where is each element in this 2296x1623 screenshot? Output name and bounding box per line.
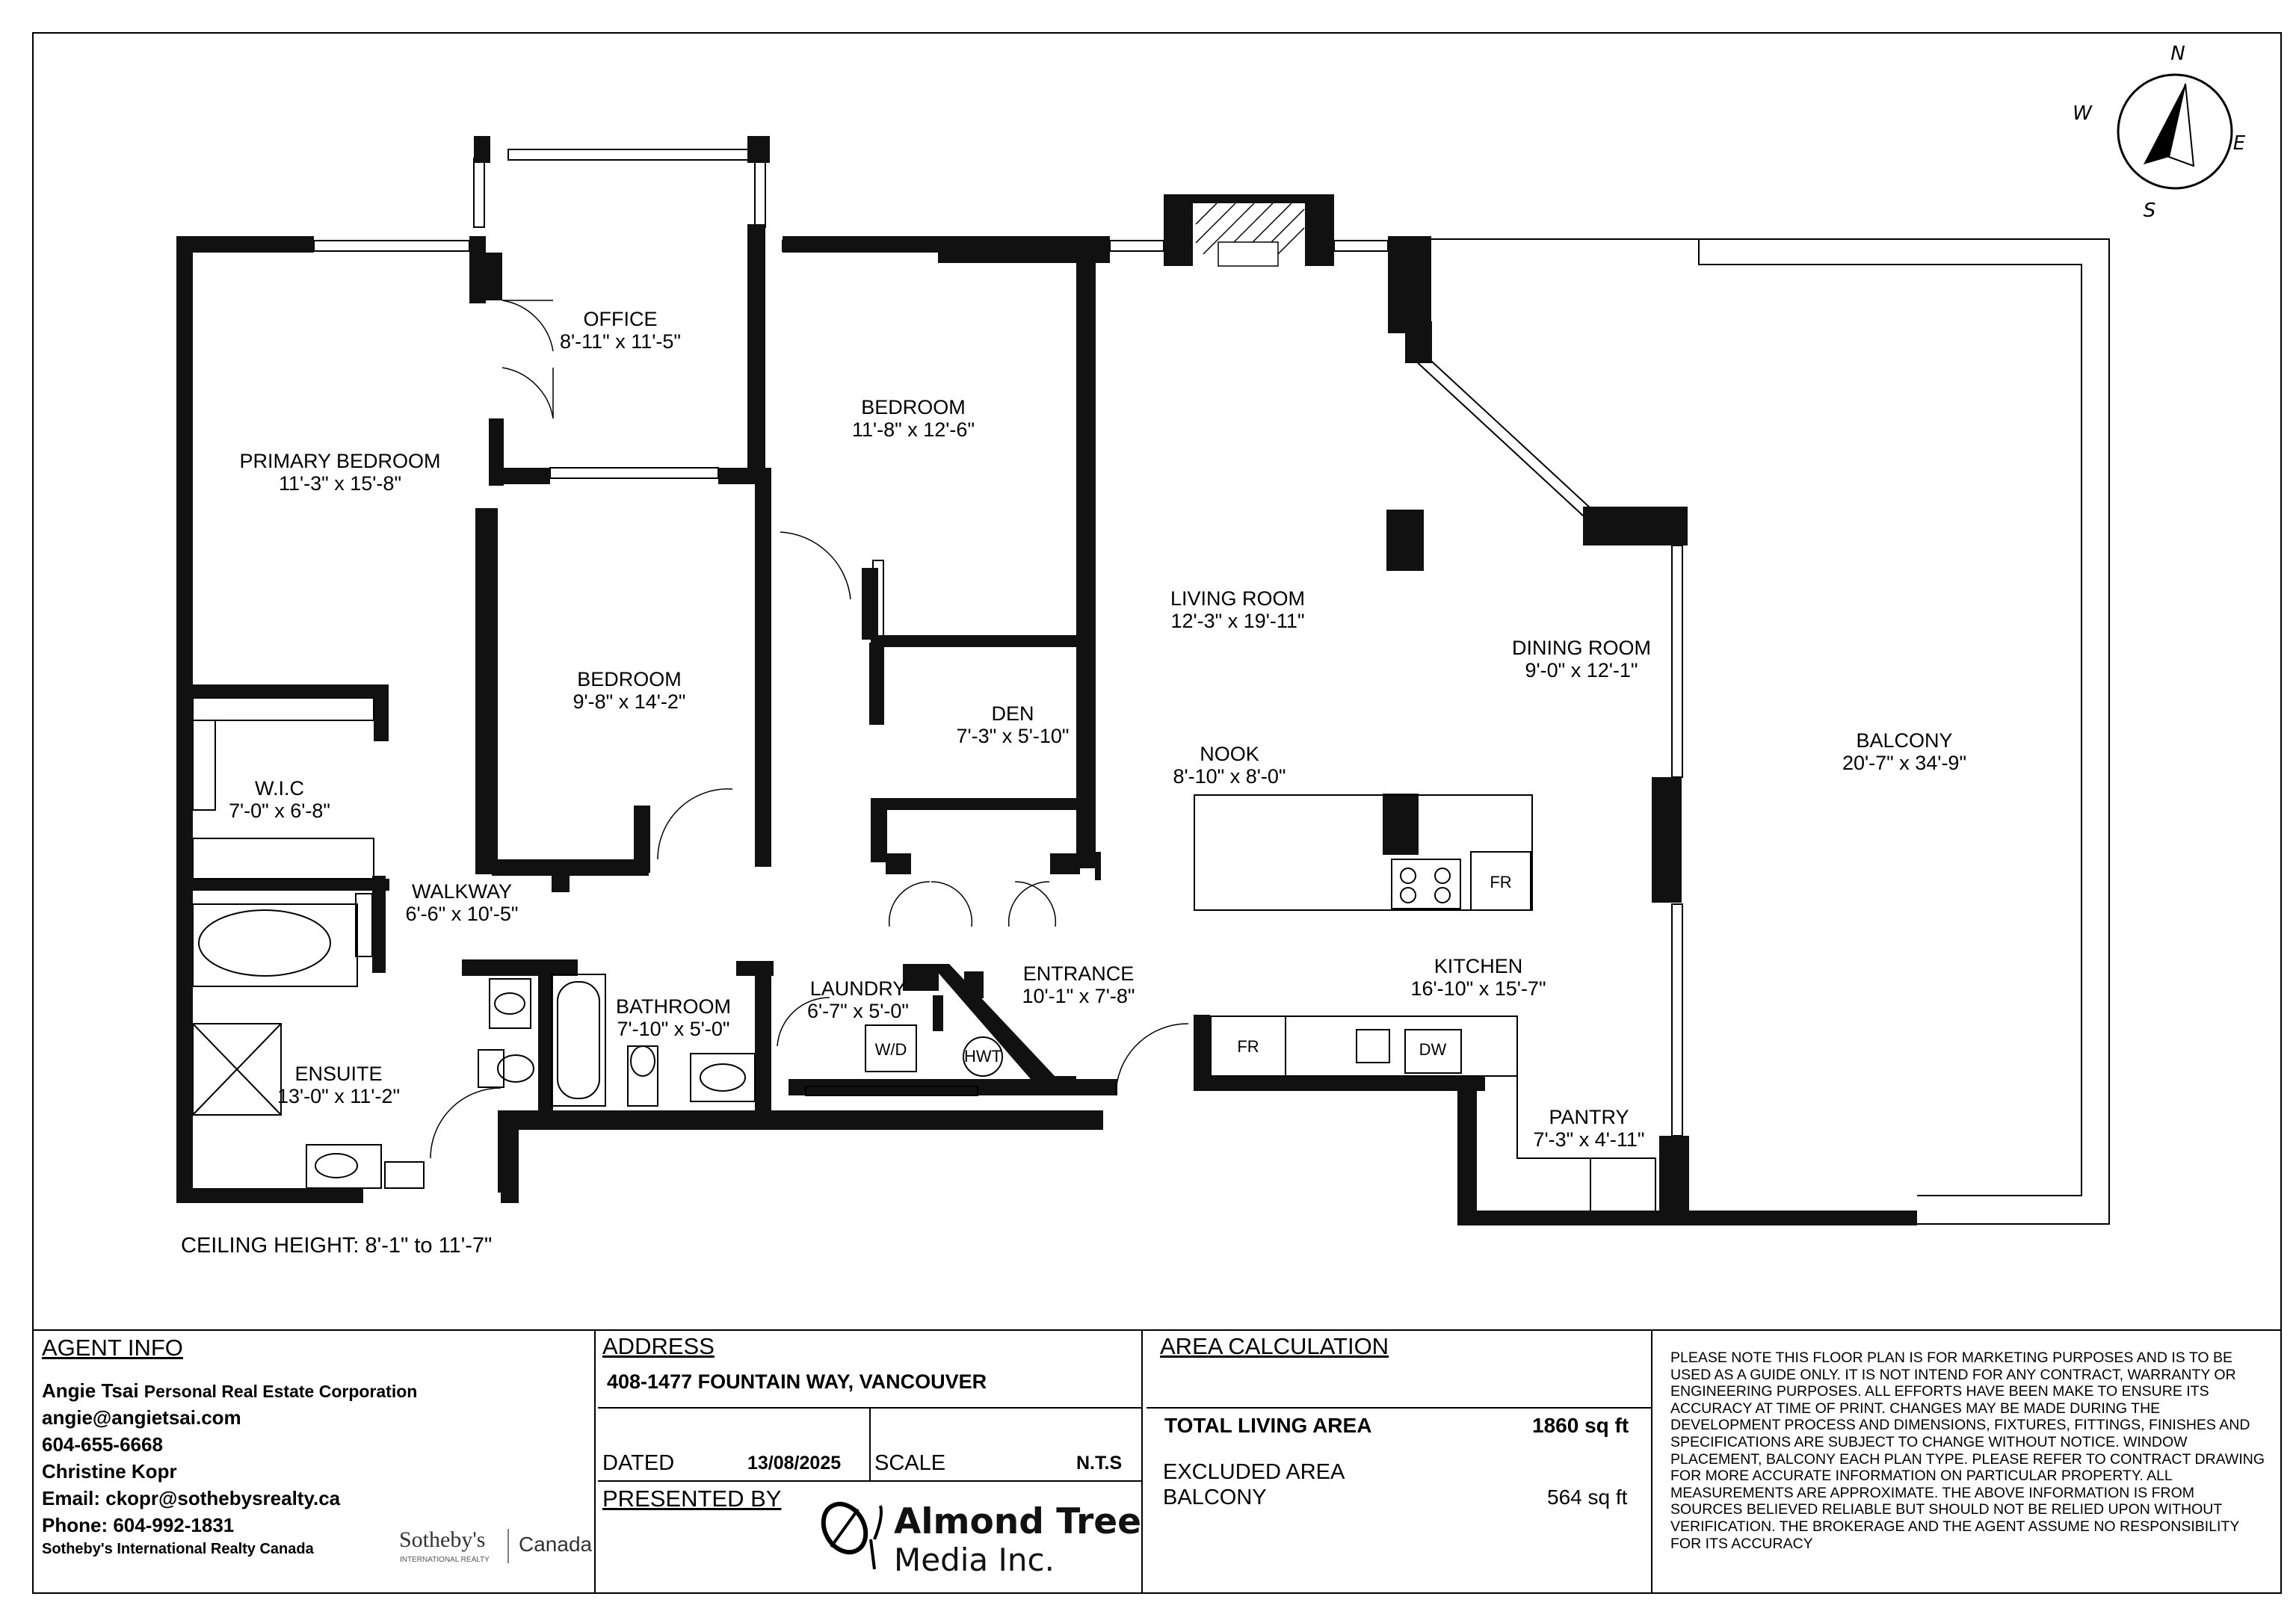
room-size-entrance: 10'-1" x 7'-8" [1022, 985, 1135, 1007]
room-size-bedroom: 9'-8" x 14'-2" [573, 690, 685, 713]
agent1-name: Angie Tsai [42, 1379, 139, 1402]
page-frame [32, 32, 2282, 1594]
columns [1383, 510, 1424, 854]
room-name-living-room: LIVING ROOM [1170, 587, 1305, 610]
sothebys-logo-region: Canada [519, 1533, 593, 1556]
disclaimer: Please note this floor plan is for marke… [1670, 1350, 2265, 1552]
fireplace-hatch [1195, 203, 1305, 267]
kitchen-island [1194, 794, 1533, 911]
agent1-phone[interactable]: 604-655-6668 [42, 1433, 163, 1456]
room-size-primary-bedroom: 11'-3" x 15'-8" [279, 472, 401, 495]
fridge-counter-label: FR [1237, 1037, 1259, 1056]
almond-tree-name: Almond Tree [894, 1501, 1141, 1542]
room-size-w-i-c: 7'-0" x 6'-8" [229, 800, 330, 822]
room-name-dining-room: DINING ROOM [1512, 637, 1651, 659]
room-name-kitchen: KITCHEN [1434, 955, 1523, 977]
room-name-bedroom: BEDROOM [577, 668, 682, 690]
room-size-living-room: 12'-3" x 19'-11" [1170, 610, 1304, 632]
washer-dryer-label: W/D [875, 1040, 907, 1059]
room-name-nook: NOOK [1200, 743, 1259, 765]
room-size-den: 7'-3" x 5'-10" [956, 725, 1069, 747]
room-name-pantry: PANTRY [1549, 1106, 1629, 1128]
dated-label: DATED [602, 1451, 675, 1475]
room-name-entrance: ENTRANCE [1023, 962, 1135, 985]
doors [430, 300, 1189, 1159]
compass-south-label: S [2144, 200, 2156, 222]
scale-label: SCALE [874, 1451, 946, 1475]
scale-value: N.T.S [1076, 1453, 1123, 1474]
room-name-ensuite: ENSUITE [294, 1063, 382, 1085]
balcony-outline [1431, 238, 2110, 1225]
almond-tree-sub: Media Inc. [894, 1542, 1055, 1578]
dishwasher-label: DW [1419, 1040, 1447, 1059]
room-size-balcony: 20'-7" x 34'-9" [1842, 752, 1966, 774]
walls [176, 136, 1917, 1225]
excluded-area-label: EXCLUDED AREA [1163, 1460, 1345, 1484]
room-size-walkway: 6'-6" x 10'-5" [405, 903, 518, 925]
sothebys-logo-text: Sotheby's [399, 1527, 485, 1552]
hot-water-tank-label: HWT [964, 1047, 1002, 1066]
total-living-label: TOTAL LIVING AREA [1164, 1414, 1372, 1437]
compass-needle [2144, 84, 2185, 164]
room-size-nook: 8'-10" x 8'-0" [1173, 765, 1286, 788]
room-name-den: DEN [991, 702, 1034, 725]
room-size-kitchen: 16'-10" x 15'-7" [1410, 977, 1546, 1000]
compass-north-label: N [2170, 43, 2185, 65]
room-name-walkway: WALKWAY [412, 880, 512, 903]
kitchen-counter [1210, 1015, 1656, 1211]
compass-west-label: W [2073, 102, 2093, 125]
room-size-bedroom: 11'-8" x 12'-6" [852, 418, 975, 441]
almond-icon [821, 1501, 868, 1555]
address-title: ADDRESS [602, 1333, 715, 1359]
room-size-laundry: 6'-7" x 5'-0" [807, 1000, 909, 1022]
compass-needle-light [2167, 83, 2195, 167]
agent1-company: Personal Real Estate Corporation [144, 1382, 418, 1401]
room-name-laundry: LAUNDRY [810, 977, 907, 1000]
room-name-w-i-c: W.I.C [255, 777, 304, 800]
room-name-bathroom: BATHROOM [616, 995, 731, 1018]
compass-ring [2117, 73, 2233, 190]
total-living-value: 1860 sq ft [1532, 1414, 1629, 1437]
balcony-area-value: 564 sq ft [1547, 1486, 1628, 1509]
compass-east-label: E [2233, 132, 2246, 155]
agent2-phone[interactable]: Phone: 604-992-1831 [42, 1514, 235, 1536]
agent2-email[interactable]: Email: ckopr@sothebysrealty.ca [42, 1487, 341, 1509]
room-name-balcony: BALCONY [1856, 729, 1952, 752]
agent1-email[interactable]: angie@angietsai.com [42, 1406, 241, 1429]
dated-value: 13/08/2025 [747, 1453, 842, 1474]
ensuite-fixtures [192, 893, 425, 1189]
room-size-pantry: 7'-3" x 4'-11" [1533, 1128, 1644, 1151]
ceiling-height: CEILING HEIGHT: 8'-1" to 11'-7" [181, 1234, 492, 1258]
balcony-area-label: BALCONY [1163, 1486, 1267, 1509]
address-value: 408-1477 FOUNTAIN WAY, VANCOUVER [607, 1370, 987, 1393]
compass: N E S W [2073, 43, 2246, 222]
agent-info-title: AGENT INFO [42, 1335, 183, 1361]
brokerage-name: Sotheby's International Realty Canada [42, 1541, 314, 1557]
room-name-primary-bedroom: PRIMARY BEDROOM [239, 450, 440, 472]
room-name-bedroom: BEDROOM [861, 396, 966, 418]
area-title: AREA CALCULATION [1160, 1333, 1389, 1359]
laundry-fixtures [805, 1024, 1003, 1096]
sothebys-logo-sub: INTERNATIONAL REALTY [400, 1556, 490, 1564]
agent2-name: Christine Kopr [42, 1460, 177, 1483]
room-size-office: 8'-11" x 11'-5" [560, 330, 681, 353]
almond-tree-logo: Almond Tree Media Inc. [821, 1501, 1141, 1578]
bathroom-fixtures [478, 974, 756, 1107]
fridge-island-label: FR [1490, 873, 1511, 891]
room-name-office: OFFICE [584, 308, 658, 330]
room-size-dining-room: 9'-0" x 12'-1" [1525, 659, 1638, 681]
sothebys-logo: Sotheby's INTERNATIONAL REALTY Canada [399, 1527, 593, 1564]
agent1-line: Angie Tsai Personal Real Estate Corporat… [42, 1379, 417, 1403]
wic-shelves [192, 697, 374, 879]
room-size-ensuite: 13'-0" x 11'-2" [277, 1085, 400, 1107]
title-block-lines [594, 1330, 1652, 1593]
room-size-bathroom: 7'-10" x 5'-0" [617, 1018, 729, 1040]
presented-by-title: PRESENTED BY [602, 1486, 782, 1512]
